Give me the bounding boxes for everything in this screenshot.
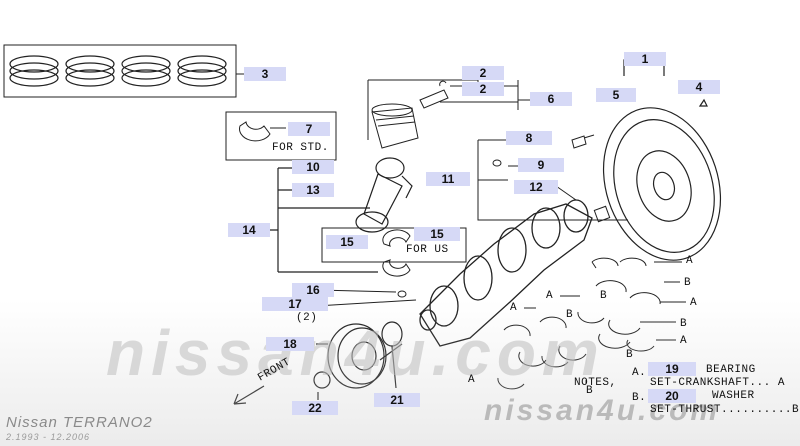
notes-washer: WASHER: [712, 390, 755, 402]
grade-a-1: A: [686, 255, 694, 267]
callout-2-pin[interactable]: 2: [462, 66, 504, 80]
std-bearing-box: [225, 111, 337, 161]
callout-9[interactable]: 9: [518, 158, 564, 172]
watermark-main: nissan4u.com: [106, 317, 605, 389]
grade-b-1: B: [684, 277, 692, 289]
front-arrow-icon: [233, 385, 265, 405]
grade-b-6: B: [586, 385, 594, 397]
callout-1[interactable]: 1: [624, 52, 666, 66]
grade-a-5: A: [510, 302, 518, 314]
notes-label: NOTES,: [574, 377, 617, 389]
callout-6[interactable]: 6: [530, 92, 572, 106]
grade-a-6: A: [468, 374, 476, 386]
us-bearing-box: [321, 227, 467, 277]
grade-b-5: B: [626, 349, 634, 361]
callout-2-clip[interactable]: 2: [462, 82, 504, 96]
callout-21[interactable]: 21: [374, 393, 420, 407]
grade-a-4: A: [546, 290, 554, 302]
callout-12[interactable]: 12: [514, 180, 558, 194]
for-us-label: FOR US: [406, 244, 449, 256]
notes-a: A.: [632, 367, 647, 379]
callout-22[interactable]: 22: [292, 401, 338, 415]
piston-rings-group: [3, 44, 256, 98]
grade-b-4: B: [566, 309, 574, 321]
grade-a-2: A: [690, 297, 698, 309]
crank-pulley: [313, 321, 403, 400]
notes-b: B.: [632, 392, 647, 404]
notes-b-text: SET-THRUST..........B: [650, 404, 800, 416]
callout-4[interactable]: 4: [678, 80, 720, 94]
callout-20[interactable]: 20: [648, 389, 696, 403]
callout-15-lower[interactable]: 15: [326, 235, 368, 249]
callout-8[interactable]: 8: [506, 131, 552, 145]
callout-5[interactable]: 5: [596, 88, 636, 102]
for-std-label: FOR STD.: [272, 142, 329, 154]
callout-11[interactable]: 11: [426, 172, 470, 186]
callout-17[interactable]: 17: [262, 297, 328, 311]
grade-b-3: B: [600, 290, 608, 302]
bolts-pins: [477, 134, 628, 223]
qty-17-label: (2): [296, 312, 318, 324]
callout-10[interactable]: 10: [292, 160, 334, 174]
vehicle-model: Nissan TERRANO2: [6, 414, 153, 431]
callout-13[interactable]: 13: [292, 183, 334, 197]
grade-a-3: A: [680, 335, 688, 347]
production-years: 2.1993 - 12.2006: [6, 432, 91, 442]
callout-19[interactable]: 19: [648, 362, 696, 376]
notes-bearing: BEARING: [706, 364, 756, 376]
grade-b-2: B: [680, 318, 688, 330]
piston: [367, 72, 540, 149]
callout-3[interactable]: 3: [244, 67, 286, 81]
callout-16[interactable]: 16: [292, 283, 334, 297]
notes-a-text: SET-CRANKSHAFT... A: [650, 377, 785, 389]
main-bearings: [497, 257, 686, 390]
callout-14[interactable]: 14: [228, 223, 270, 237]
flywheel: [602, 52, 722, 261]
connecting-rod: [258, 157, 413, 273]
callout-7[interactable]: 7: [288, 122, 330, 136]
callout-18[interactable]: 18: [266, 337, 314, 351]
crankshaft: [419, 199, 593, 347]
callout-15-upper[interactable]: 15: [414, 227, 460, 241]
